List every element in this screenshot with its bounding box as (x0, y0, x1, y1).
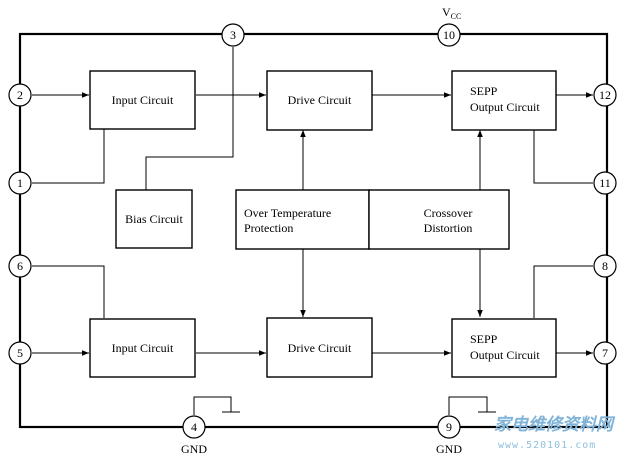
pin-number: 1 (17, 176, 23, 190)
wire-pin6-input (32, 265, 105, 318)
vcc-label: VCC (442, 5, 461, 21)
pin-number: 4 (191, 420, 197, 434)
block-label-line1: SEPP (470, 84, 498, 98)
pin-4: 4 (182, 415, 206, 439)
gnd-label-pin4: GND (181, 442, 207, 456)
block-over-temperature-protection: Over Temperature Protection (235, 189, 370, 250)
pin-1: 1 (8, 171, 32, 195)
block-label-line2: Output Circuit (470, 348, 540, 362)
block-drive-circuit-bottom: Drive Circuit (266, 317, 373, 378)
block-crossover-distortion: Crossover Distortion (368, 189, 510, 250)
block-label: Drive Circuit (288, 341, 352, 355)
chip-outline (18, 32, 609, 429)
block-label: Drive Circuit (288, 93, 352, 107)
wire-pin8-sepp (533, 265, 593, 318)
block-label: Input Circuit (112, 341, 174, 355)
pin-number: 7 (602, 346, 608, 360)
pin-11: 11 (593, 171, 617, 195)
pin-6: 6 (8, 254, 32, 278)
pin-5: 5 (8, 341, 32, 365)
pin-number: 9 (446, 420, 452, 434)
block-label-line1: Over Temperature (244, 206, 331, 220)
pin-number: 10 (443, 28, 455, 42)
pin-number: 3 (230, 28, 236, 42)
pin-number: 8 (602, 259, 608, 273)
block-label-line2: Output Circuit (470, 100, 540, 114)
wire-pin3-bias (145, 47, 234, 190)
gnd-label-pin9: GND (436, 442, 462, 456)
block-label: Input Circuit (112, 93, 174, 107)
wire-pin9-ground (448, 396, 488, 415)
pin-8: 8 (593, 254, 617, 278)
pin-number: 6 (17, 259, 23, 273)
block-label: Bias Circuit (125, 212, 183, 226)
pin-number: 12 (599, 88, 611, 102)
block-label-line2: Protection (244, 221, 293, 235)
pin-number: 5 (17, 346, 23, 360)
block-label-line2: Distortion (424, 221, 473, 235)
pin-10: 10 (437, 23, 461, 47)
block-bias-circuit: Bias Circuit (115, 189, 193, 249)
watermark-url: www.520101.com (498, 440, 596, 451)
block-label-line1: SEPP (470, 332, 498, 346)
pin-12: 12 (593, 83, 617, 107)
block-sepp-output-top: SEPP Output Circuit (451, 70, 557, 131)
block-input-circuit-bottom: Input Circuit (89, 318, 196, 378)
pin-number: 2 (17, 88, 23, 102)
watermark-text: 家电维修资料网 (494, 415, 616, 435)
pin-9: 9 (437, 415, 461, 439)
block-input-circuit-top: Input Circuit (89, 70, 196, 130)
wire-pin1-input (32, 129, 105, 184)
wire-pin11-sepp (533, 129, 593, 184)
block-label-line1: Crossover (424, 206, 473, 220)
pin-3: 3 (221, 23, 245, 47)
pin-7: 7 (593, 341, 617, 365)
block-sepp-output-bottom: SEPP Output Circuit (451, 318, 557, 378)
block-drive-circuit-top: Drive Circuit (266, 70, 373, 131)
pin-number: 11 (599, 176, 611, 190)
pin-2: 2 (8, 83, 32, 107)
wire-pin4-ground (193, 396, 232, 415)
